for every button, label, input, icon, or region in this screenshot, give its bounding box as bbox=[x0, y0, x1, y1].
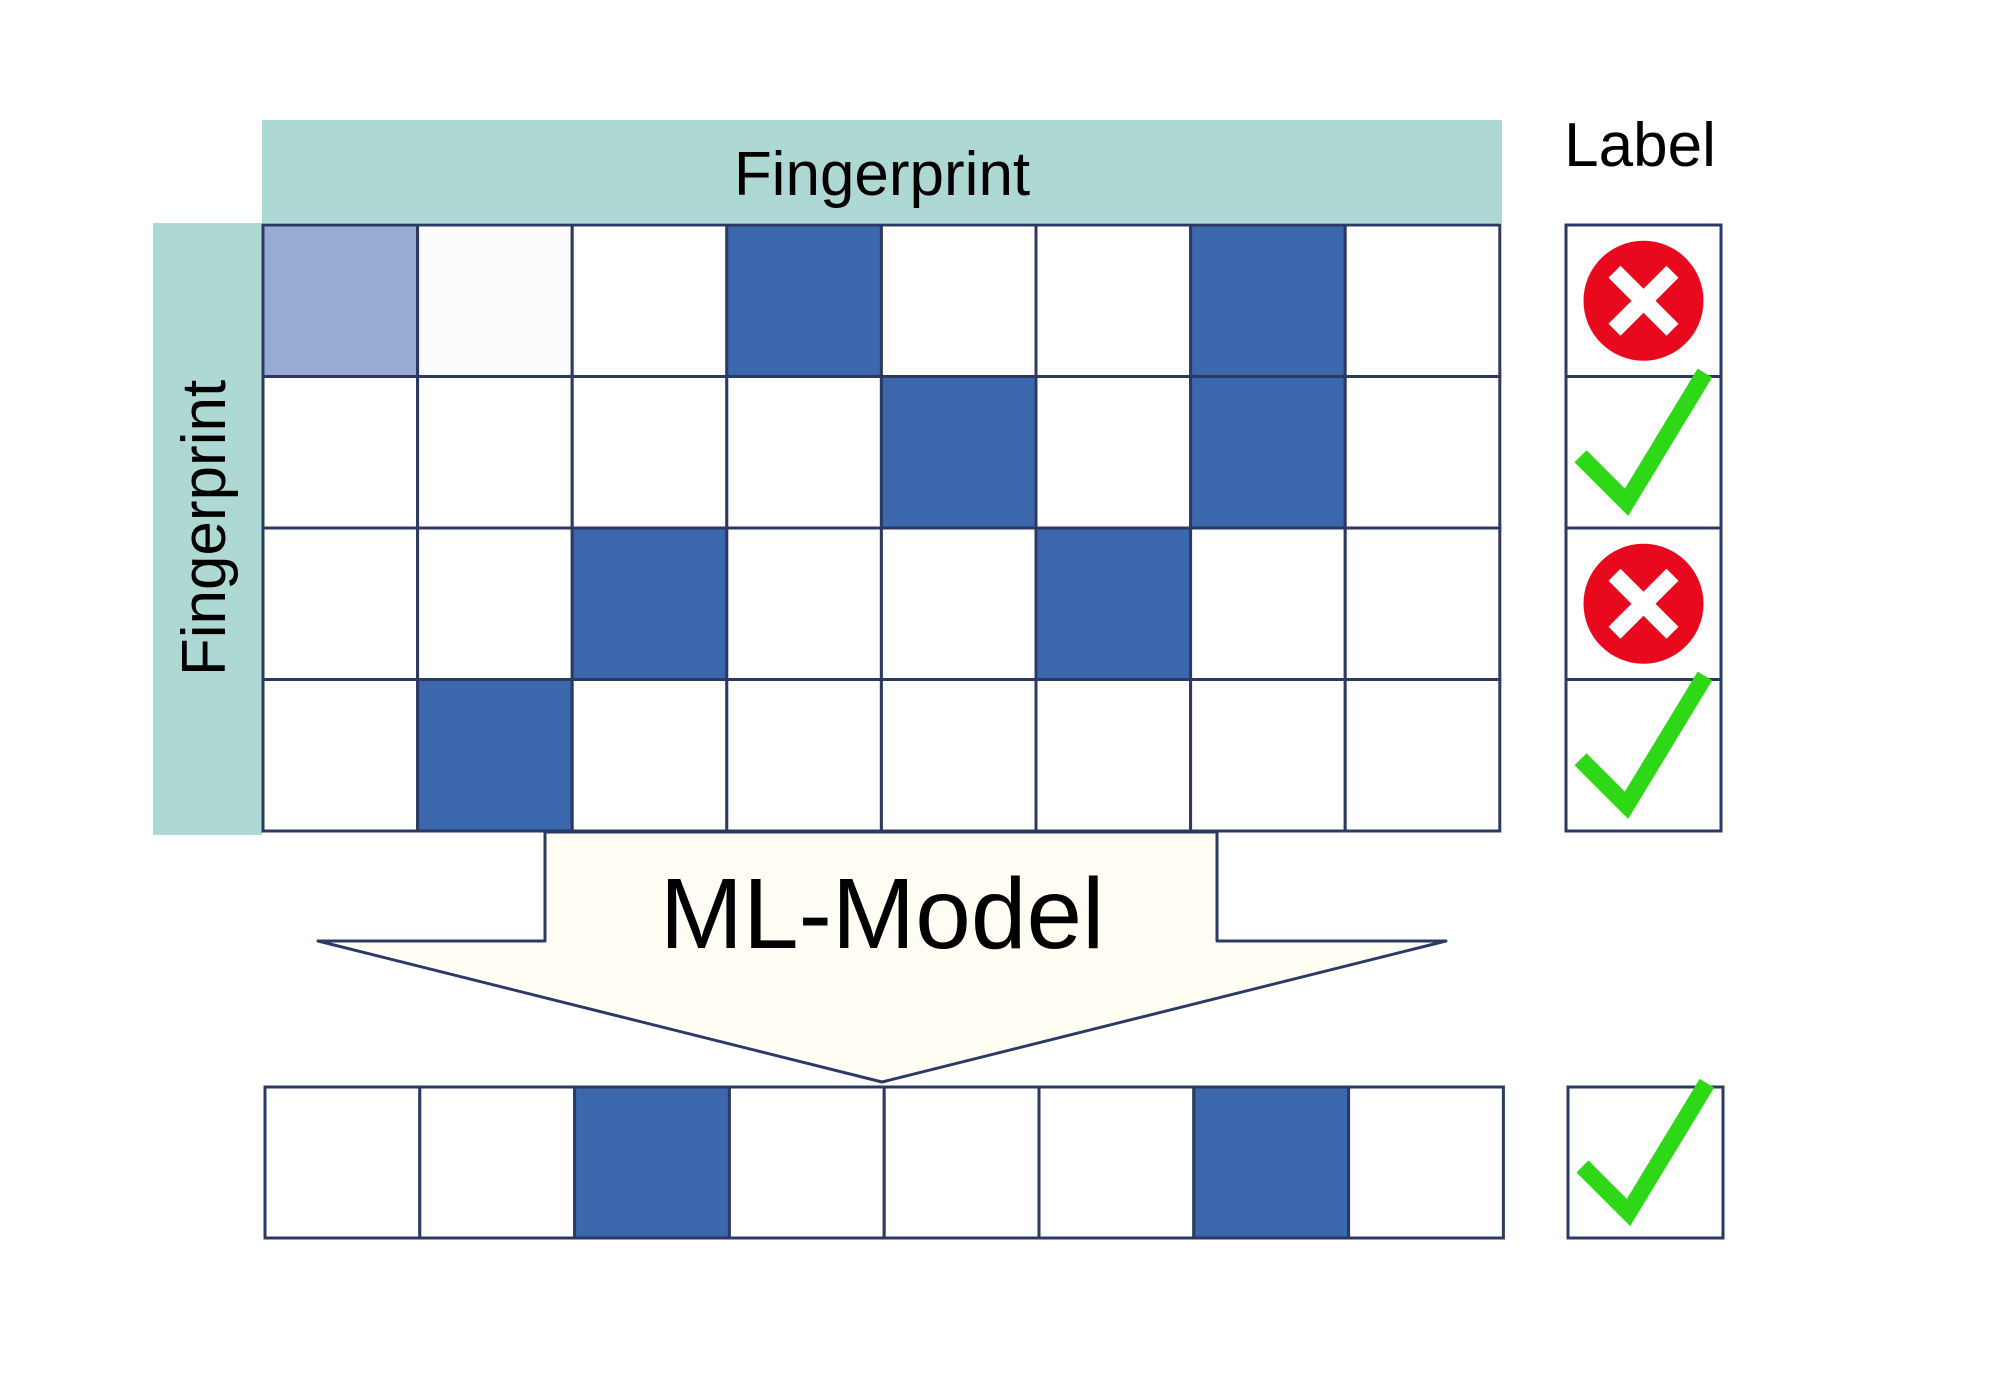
matrix-cell bbox=[1034, 526, 1193, 681]
matrix-cell bbox=[879, 223, 1038, 378]
matrix-cell bbox=[261, 375, 420, 530]
matrix-cell bbox=[416, 678, 574, 833]
label-column-title: Label bbox=[1564, 111, 1716, 180]
ml-model-label: ML-Model bbox=[660, 858, 1105, 970]
matrix-cell bbox=[1189, 223, 1347, 378]
matrix-cell bbox=[570, 223, 729, 378]
check-icon bbox=[1576, 1078, 1715, 1227]
check-icon bbox=[1574, 671, 1713, 819]
matrix-cell bbox=[879, 375, 1038, 530]
matrix-cell bbox=[570, 678, 729, 833]
check-icon bbox=[1574, 368, 1713, 516]
matrix-cell bbox=[1189, 375, 1347, 530]
ml-model-arrow bbox=[316, 830, 1448, 1084]
matrix-cell bbox=[725, 375, 883, 530]
predicted-label bbox=[1566, 1078, 1725, 1240]
cross-icon bbox=[1583, 543, 1704, 664]
matrix-cell bbox=[416, 223, 574, 378]
fingerprint-top-label: Fingerprint bbox=[734, 140, 1030, 209]
cross-icon bbox=[1583, 240, 1704, 361]
prediction-cell bbox=[1037, 1085, 1196, 1240]
matrix-cell bbox=[1343, 375, 1502, 530]
matrix-cell bbox=[1343, 678, 1502, 833]
matrix-cell bbox=[1034, 223, 1193, 378]
matrix-cell bbox=[725, 223, 883, 378]
matrix-cell bbox=[261, 526, 420, 681]
prediction-cell bbox=[727, 1085, 886, 1240]
predicted-fingerprint-row bbox=[263, 1085, 1505, 1240]
matrix-cell bbox=[725, 678, 883, 833]
fingerprint-side-band bbox=[153, 223, 262, 835]
matrix-cell bbox=[1343, 223, 1502, 378]
matrix-cell bbox=[879, 526, 1038, 681]
prediction-cell bbox=[263, 1085, 422, 1240]
matrix-cell bbox=[1189, 678, 1347, 833]
matrix-cell bbox=[879, 678, 1038, 833]
fingerprint-side-label: Fingerprint bbox=[170, 380, 239, 676]
prediction-cell bbox=[573, 1085, 731, 1240]
prediction-cell bbox=[1192, 1085, 1351, 1240]
matrix-cell bbox=[1034, 678, 1193, 833]
matrix-cell bbox=[570, 375, 729, 530]
prediction-cell bbox=[882, 1085, 1041, 1240]
prediction-cell bbox=[418, 1085, 577, 1240]
matrix-cell bbox=[261, 678, 420, 833]
matrix-cell bbox=[725, 526, 883, 681]
fingerprint-header-band bbox=[262, 120, 1502, 223]
matrix-cell bbox=[1189, 526, 1347, 681]
matrix-cell bbox=[416, 375, 574, 530]
training-label-column bbox=[1564, 223, 1723, 833]
matrix-cell bbox=[1343, 526, 1502, 681]
matrix-cell bbox=[416, 526, 574, 681]
matrix-cell bbox=[1034, 375, 1193, 530]
matrix-cell bbox=[261, 223, 420, 378]
training-fingerprint-matrix bbox=[261, 223, 1502, 833]
matrix-cell bbox=[570, 526, 729, 681]
prediction-cell bbox=[1347, 1085, 1505, 1240]
